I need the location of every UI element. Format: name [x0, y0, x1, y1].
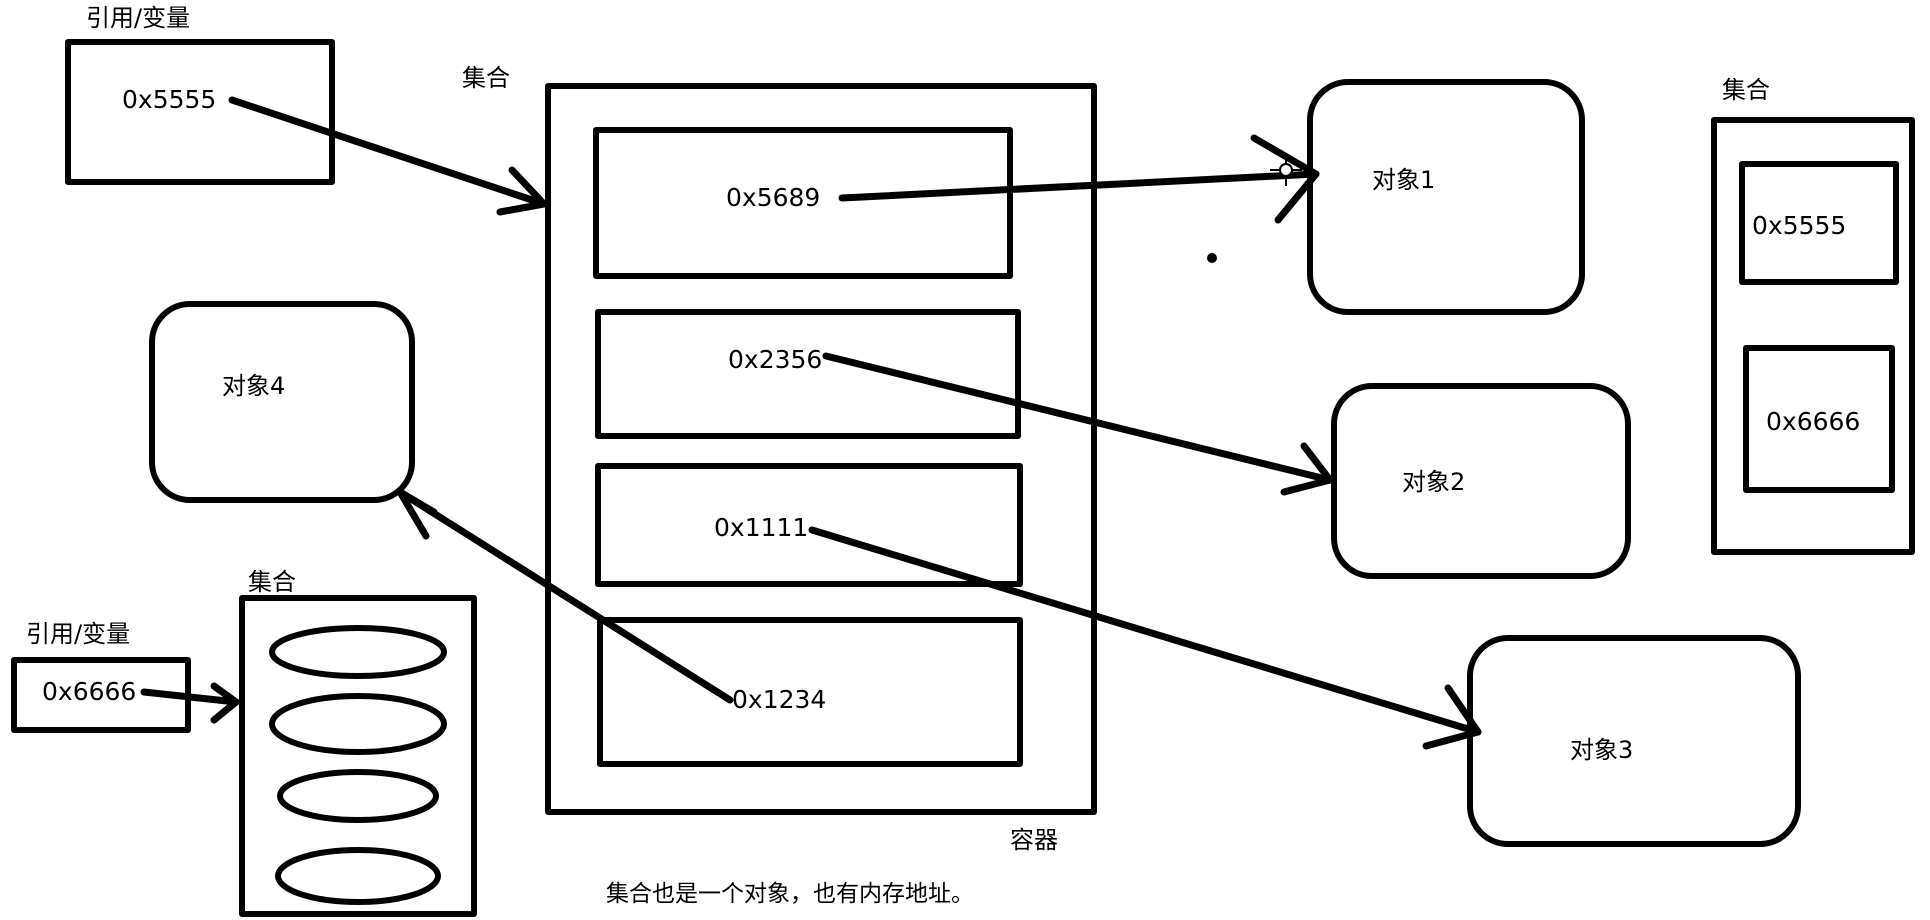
collection-right-label: 集合: [1722, 76, 1770, 104]
arrow-ref-bottom-to-collection: [140, 682, 240, 724]
collection-bottom-label: 集合: [248, 568, 296, 596]
arrow-slot1-to-object1: [838, 134, 1320, 224]
slot-3-value: 0x1111: [714, 513, 809, 542]
arrow-slot3-to-object3: [808, 526, 1482, 750]
collection-main-label: 集合: [462, 64, 510, 92]
right-slot-1-value: 0x5555: [1752, 211, 1847, 240]
ref-var-bottom-label: 引用/变量: [26, 620, 131, 648]
arrow-slot2-to-object2: [822, 352, 1334, 496]
arrow-slot4-to-object4: [396, 488, 734, 704]
container-label: 容器: [1010, 826, 1058, 854]
container-box: [545, 83, 1097, 815]
bottom-collection-oval-4: [275, 847, 441, 905]
bottom-collection-oval-3: [277, 769, 439, 823]
slot-1-box: [593, 127, 1013, 279]
ref-var-bottom-value: 0x6666: [42, 677, 137, 706]
right-slot-2-value: 0x6666: [1766, 407, 1861, 436]
slot-3-box: [595, 463, 1023, 587]
right-collection-box: [1711, 117, 1915, 555]
object-4-box: [149, 301, 415, 503]
object-1-box: [1307, 79, 1585, 315]
slot-2-value: 0x2356: [728, 345, 823, 374]
ref-var-top-box: [65, 39, 335, 185]
right-slot-1-box: [1739, 161, 1899, 285]
stray-dot: [1207, 253, 1217, 263]
right-slot-2-box: [1743, 345, 1895, 493]
object-3-label: 对象3: [1570, 736, 1634, 764]
bottom-collection-oval-1: [269, 625, 447, 679]
arrow-ref-to-collection: [228, 96, 548, 216]
object-1-label: 对象1: [1372, 166, 1436, 194]
object-2-label: 对象2: [1402, 468, 1466, 496]
cursor-icon: [1270, 154, 1302, 186]
object-2-box: [1331, 383, 1631, 579]
slot-4-value: 0x1234: [732, 685, 827, 714]
object-4-label: 对象4: [222, 372, 286, 400]
bottom-collection-box: [239, 595, 477, 917]
slot-2-box: [595, 309, 1021, 439]
slot-4-box: [597, 617, 1023, 767]
object-3-box: [1467, 635, 1801, 847]
slot-1-value: 0x5689: [726, 183, 821, 212]
bottom-collection-oval-2: [269, 693, 447, 755]
caption-text: 集合也是一个对象，也有内存地址。: [606, 881, 974, 907]
ref-var-top-label: 引用/变量: [86, 4, 191, 32]
ref-var-top-value: 0x5555: [122, 85, 217, 114]
